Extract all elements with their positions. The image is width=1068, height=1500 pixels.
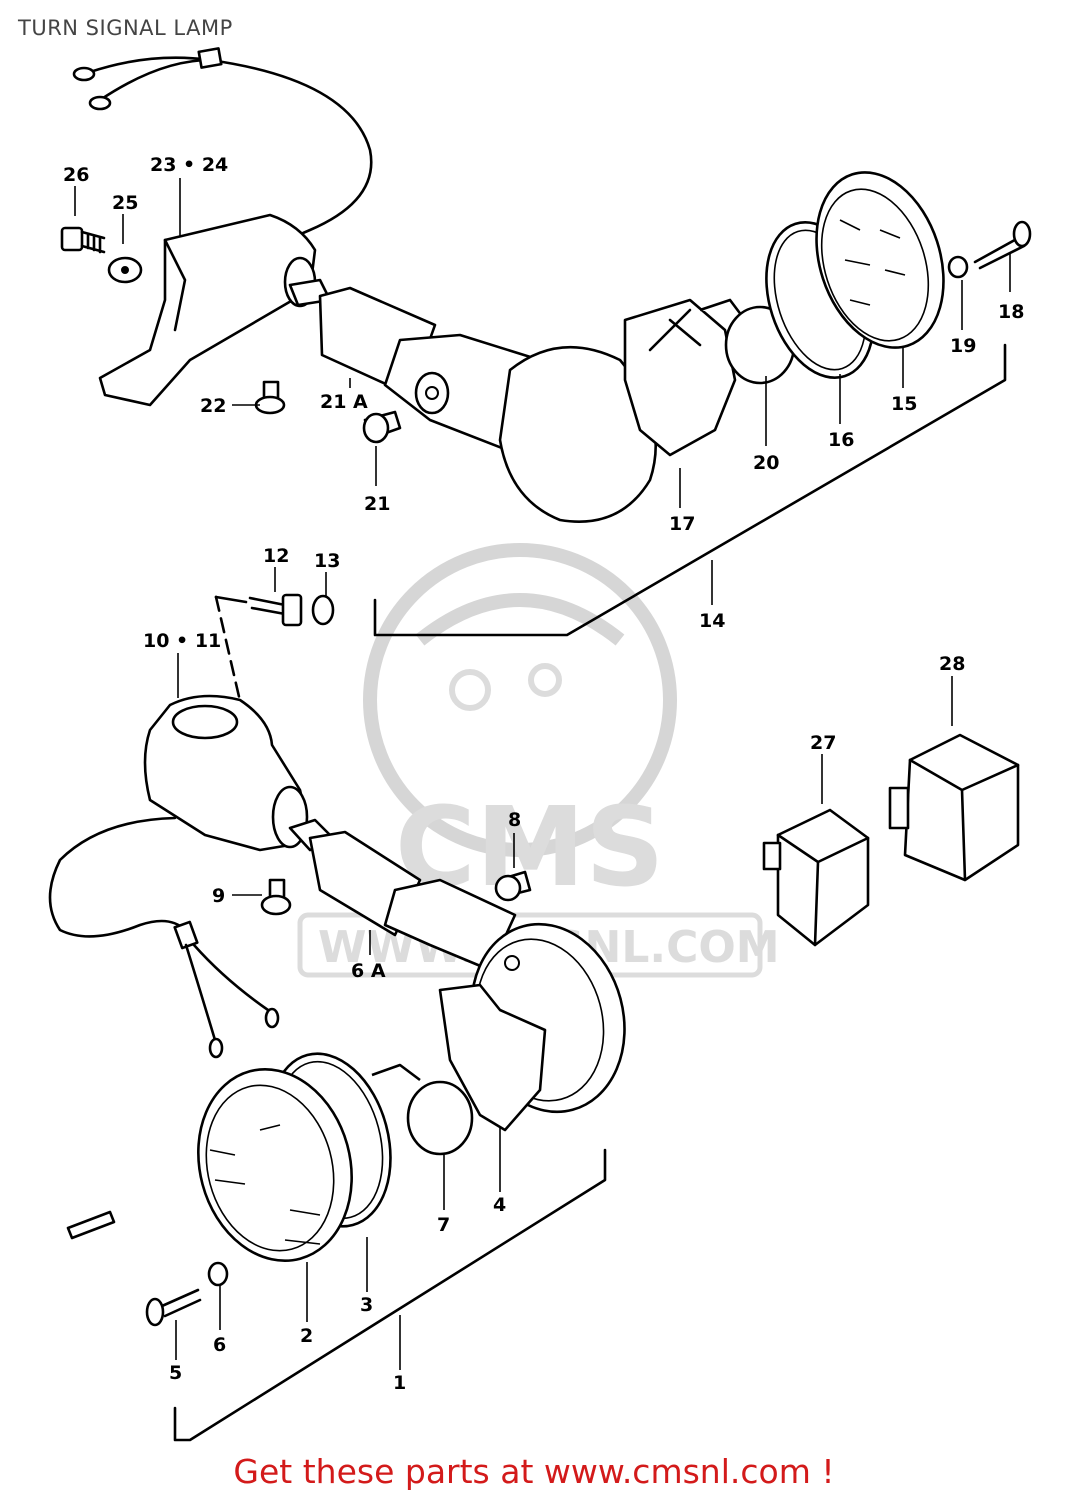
footer-link[interactable]: Get these parts at www.cmsnl.com ! [233, 1452, 835, 1491]
flasher-relays [762, 733, 1020, 947]
callout-18: 18 [998, 301, 1024, 323]
callout-22: 22 [200, 395, 226, 417]
callout-12: 12 [263, 545, 289, 567]
callout-10-11: 10 • 11 [143, 630, 221, 652]
callout-27: 27 [810, 732, 836, 754]
callout-2: 2 [300, 1325, 313, 1347]
callout-8: 8 [508, 809, 521, 831]
callout-23-24: 23 • 24 [150, 154, 228, 176]
page-title: TURN SIGNAL LAMP [18, 16, 233, 40]
callout-labels: 26 23 • 24 25 22 21 A 21 17 20 16 15 19 … [63, 154, 1024, 1394]
callout-20: 20 [753, 452, 779, 474]
callout-28: 28 [939, 653, 965, 675]
callout-21a: 21 A [320, 391, 368, 413]
callout-6a: 6 A [351, 960, 386, 982]
callout-9: 9 [212, 885, 225, 907]
callout-5: 5 [169, 1362, 182, 1384]
callout-17: 17 [669, 513, 695, 535]
callout-21: 21 [364, 493, 390, 515]
callout-4: 4 [493, 1194, 506, 1216]
upper-turn-signal-assembly [60, 47, 1032, 637]
callout-1: 1 [393, 1372, 406, 1394]
callout-15: 15 [891, 393, 917, 415]
callout-25: 25 [112, 192, 138, 214]
callout-13: 13 [314, 550, 340, 572]
callout-3: 3 [360, 1294, 373, 1316]
callout-26: 26 [63, 164, 89, 186]
leader-lines [74, 178, 1011, 1370]
callout-6: 6 [213, 1334, 226, 1356]
lower-turn-signal-assembly [48, 593, 626, 1442]
callout-19: 19 [950, 335, 976, 357]
callout-16: 16 [828, 429, 854, 451]
callout-14: 14 [699, 610, 725, 632]
callout-7: 7 [437, 1214, 450, 1236]
